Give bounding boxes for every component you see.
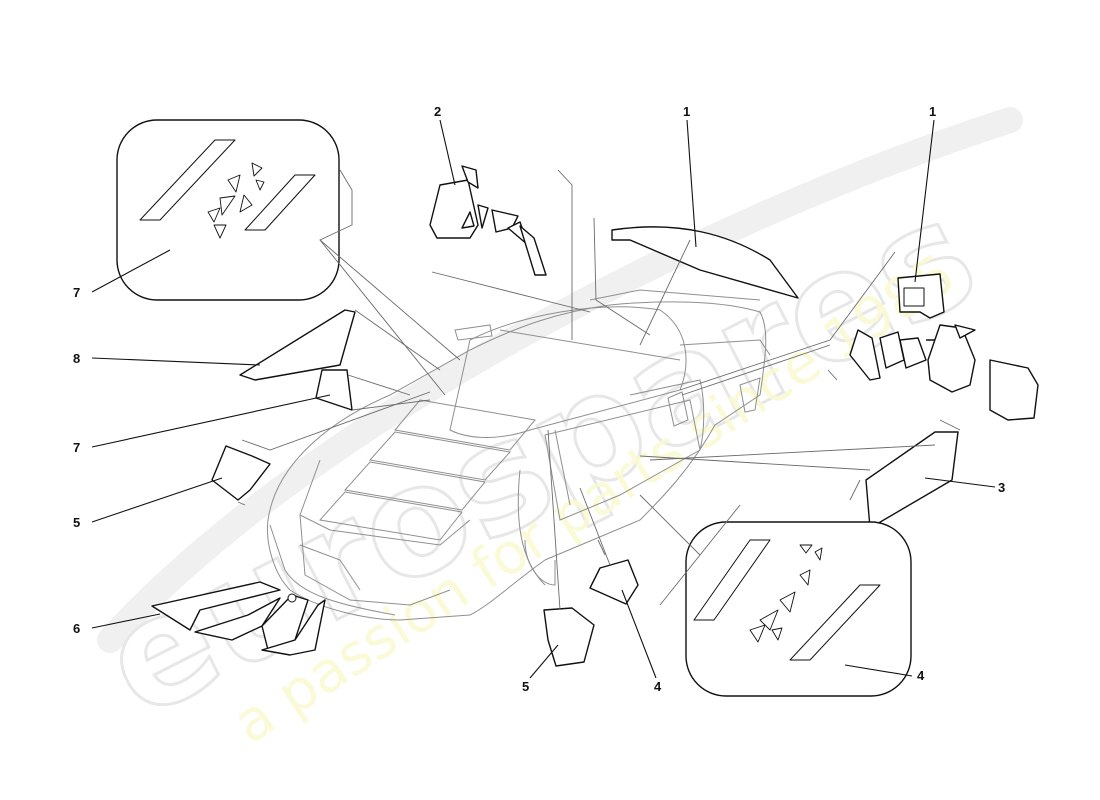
part-5-bottom-panel [543, 607, 595, 667]
callout-2: 2 [434, 104, 441, 119]
parts [116, 119, 1039, 697]
callout-3: 3 [998, 480, 1005, 495]
callout-1-roof: 1 [683, 104, 690, 119]
callout-4-small: 4 [654, 679, 662, 694]
part-7-small-panel [315, 369, 353, 411]
callout-4-large: 4 [917, 668, 925, 683]
callout-1-right: 1 [929, 104, 936, 119]
callout-8: 8 [73, 351, 80, 366]
leader-lines [237, 169, 961, 611]
part-8-panel [239, 309, 356, 381]
callout-labels: 1 1 2 3 4 4 5 5 6 7 7 8 [73, 104, 1005, 694]
part-3-panel [865, 431, 959, 529]
callout-5-bottom: 5 [522, 679, 529, 694]
part-5-left-panel [211, 445, 271, 501]
callout-7-small: 7 [73, 440, 80, 455]
part-7-large-panel [116, 119, 340, 301]
watermark-swoosh [97, 107, 1023, 653]
callout-leaders [91, 119, 996, 679]
part-1-roof-panel [611, 226, 799, 299]
part-4-large-panel [685, 521, 912, 697]
callout-7-large: 7 [73, 285, 80, 300]
part-1-right-cluster [849, 273, 1039, 421]
part-4-small-panel [589, 559, 639, 605]
part-6-floor-panels [151, 581, 326, 656]
callout-6: 6 [73, 621, 80, 636]
part-2-cluster [429, 165, 547, 276]
car-body-outline [266, 289, 771, 621]
callout-5-left: 5 [73, 515, 80, 530]
